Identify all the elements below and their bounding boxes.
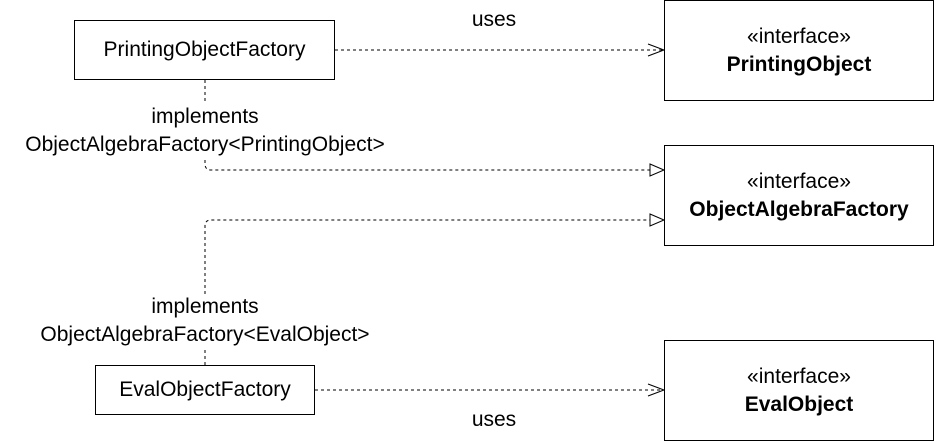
implements-label-printing: implements ObjectAlgebraFactory<Printing… [0, 103, 410, 159]
class-eval-object-factory[interactable]: EvalObjectFactory [95, 365, 315, 415]
uses-label-bottom: uses [471, 408, 517, 431]
stereotype-label: «interface» [747, 24, 851, 48]
interface-name: EvalObject [744, 392, 854, 416]
implements-edge-eval [204, 219, 650, 365]
stereotype-label: «interface» [747, 364, 851, 388]
open-arrowhead-eval [647, 383, 666, 397]
implements-keyword: implements [151, 105, 259, 128]
implements-type: ObjectAlgebraFactory<EvalObject> [40, 323, 370, 346]
interface-printing-object[interactable]: «interface» PrintingObject [664, 0, 934, 101]
implements-type: ObjectAlgebraFactory<PrintingObject> [25, 133, 385, 156]
interface-eval-object[interactable]: «interface» EvalObject [664, 340, 934, 441]
realization-arrowhead-eval [649, 213, 666, 227]
interface-name: PrintingObject [726, 52, 872, 76]
class-printing-object-factory[interactable]: PrintingObjectFactory [74, 20, 335, 80]
interface-name: ObjectAlgebraFactory [689, 197, 909, 221]
realization-arrowhead-printing [649, 163, 666, 177]
class-name: EvalObjectFactory [119, 378, 291, 401]
class-name: PrintingObjectFactory [103, 38, 306, 61]
stereotype-label: «interface» [747, 169, 851, 193]
implements-keyword: implements [151, 295, 259, 318]
implements-edge-printing [204, 80, 650, 171]
interface-object-algebra-factory[interactable]: «interface» ObjectAlgebraFactory [664, 145, 934, 246]
uses-label-top: uses [471, 8, 517, 31]
implements-label-eval: implements ObjectAlgebraFactory<EvalObje… [0, 293, 410, 349]
